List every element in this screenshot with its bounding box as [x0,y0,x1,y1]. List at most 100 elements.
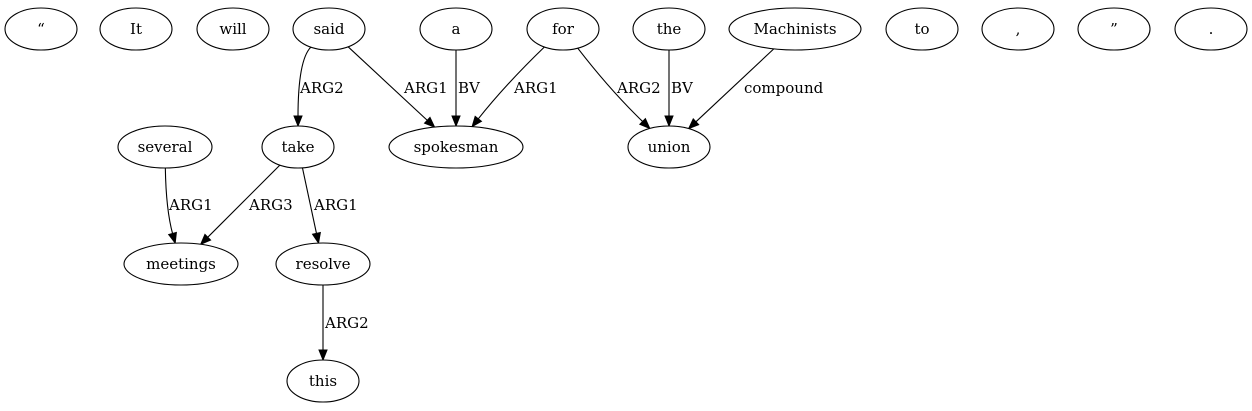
arrow-head [311,231,321,245]
arrow-head [687,117,700,130]
node-label: will [219,20,246,38]
node-label: “ [37,20,45,38]
node-ellipse [286,359,360,403]
arrow-head [167,231,177,245]
node-machinists: Machinists [728,7,862,51]
node-meetings: meetings [123,242,239,286]
node-several: several [117,125,213,169]
arrow-head [664,115,674,128]
node-ellipse [99,7,173,51]
edge-label: BV [458,79,481,97]
edge-label: ARG1 [168,196,213,214]
node-label: Machinists [753,20,836,38]
node-ellipse [627,125,711,169]
edge-a-to-spokesman: BV [451,50,481,128]
edge-line [577,47,644,123]
node-label: ” [1110,20,1118,38]
node-label: a [452,20,461,38]
arrow-head [318,349,328,362]
arrow-head [293,115,303,128]
node-the: the [632,7,706,51]
node-label: union [648,138,691,156]
edge-take-to-resolve: ARG1 [301,167,358,245]
node-ellipse [885,7,959,51]
node-will: will [196,7,270,51]
node-ellipse [4,7,78,51]
node-label: the [657,20,682,38]
node-to: to [885,7,959,51]
edge-several-to-meetings: ARG1 [164,167,213,245]
node-label: take [282,138,315,156]
node-said: said [292,7,366,51]
node-resolve: resolve [275,242,371,286]
edge-line [164,167,174,235]
node-comma: , [981,7,1055,51]
edge-take-to-meetings: ARG3 [199,164,293,246]
nodes-layer: “ It will said a for the Machinists to, ”. several… [4,7,1248,403]
node-take: take [261,125,335,169]
edge-label: BV [671,79,694,97]
edge-line [347,46,429,122]
arrow-head [451,115,461,128]
edge-machinists-to-union: compound [687,48,824,130]
node-union: union [627,125,711,169]
node-ellipse [196,7,270,51]
edge-label: ARG2 [324,314,369,332]
node-ellipse [1077,7,1151,51]
node-ellipse [728,7,862,51]
node-label: meetings [146,255,216,273]
edge-label: ARG1 [313,196,358,214]
edge-said-to-spokesman: ARG1 [347,46,448,129]
arrow-head [638,117,651,130]
node-ellipse [1174,7,1248,51]
edge-line [301,167,318,235]
edge-label: ARG1 [403,79,448,97]
edge-resolve-to-this: ARG2 [318,285,369,362]
node-label: resolve [296,255,351,273]
node-this: this [286,359,360,403]
node-ellipse [388,125,524,169]
node-it: It [99,7,173,51]
node-ellipse [526,7,600,51]
node-label: several [138,138,193,156]
arrow-head [471,115,483,128]
node-ellipse [419,7,493,51]
edge-line [206,164,281,239]
node-spokesman: spokesman [388,125,524,169]
node-ellipse [117,125,213,169]
edge-the-to-union: BV [664,50,694,128]
node-label: this [309,372,337,390]
node-label: It [130,20,142,38]
edge-label: compound [744,79,824,97]
edge-for-to-spokesman: ARG1 [471,46,558,128]
node-lquote: “ [4,7,78,51]
edge-label: ARG2 [616,79,661,97]
node-ellipse [275,242,371,286]
node-rquote: ” [1077,7,1151,51]
edge-line [477,46,545,120]
node-ellipse [981,7,1055,51]
edge-label: ARG3 [248,196,293,214]
arrow-head [199,233,212,246]
node-ellipse [292,7,366,51]
node-a: a [419,7,493,51]
node-label: for [552,20,575,38]
node-label: spokesman [414,138,499,156]
node-ellipse [261,125,335,169]
node-ellipse [123,242,239,286]
edge-label: ARG1 [513,79,558,97]
edge-said-to-take: ARG2 [293,46,344,128]
node-label: . [1209,20,1214,38]
node-label: , [1016,20,1021,38]
edge-label: ARG2 [299,79,344,97]
node-for: for [526,7,600,51]
node-label: to [914,20,929,38]
node-ellipse [632,7,706,51]
edge-line [297,46,312,118]
edge-line [694,48,775,123]
arrow-head [423,116,436,129]
node-period: . [1174,7,1248,51]
edge-for-to-union: ARG2 [577,47,661,130]
